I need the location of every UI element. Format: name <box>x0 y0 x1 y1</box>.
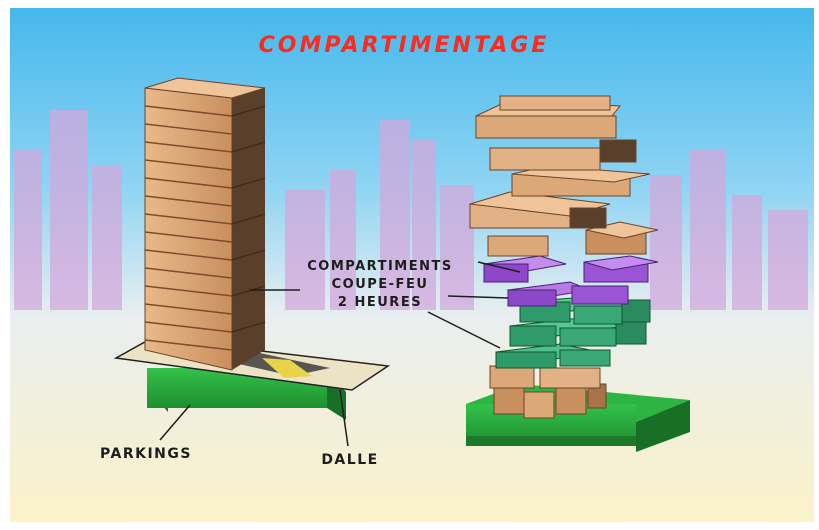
compartments-leader-1 <box>477 261 521 273</box>
slab-stripe-yellow <box>262 358 312 378</box>
label-parkings: PARKINGS <box>100 446 192 462</box>
diagram-title: COMPARTIMENTAGE <box>259 33 550 58</box>
parkings-leader <box>159 404 191 441</box>
tower-side-lines <box>231 105 266 333</box>
left-building <box>113 77 391 420</box>
leader-lines <box>159 261 521 447</box>
label-compartments-line2: COUPE-FEU <box>332 277 429 292</box>
tower-side <box>232 88 265 370</box>
label-dalle: DALLE <box>321 452 378 468</box>
label-compartments-line1: COMPARTIMENTS <box>307 259 452 274</box>
label-compartments-line3: 2 HEURES <box>338 295 422 310</box>
compartments-leader-3 <box>427 311 501 349</box>
tower-top <box>144 77 266 99</box>
stack-purple-layers <box>482 255 659 307</box>
stack-wood-upper <box>469 95 659 257</box>
stack-green-layers <box>495 295 651 369</box>
stack-wood-bottom <box>489 365 607 419</box>
dalle-leader <box>339 389 349 447</box>
tower-floor-lines <box>144 105 233 351</box>
right-stack <box>466 95 690 452</box>
city-skyline <box>14 110 808 310</box>
compartments-leader-2 <box>447 295 509 299</box>
